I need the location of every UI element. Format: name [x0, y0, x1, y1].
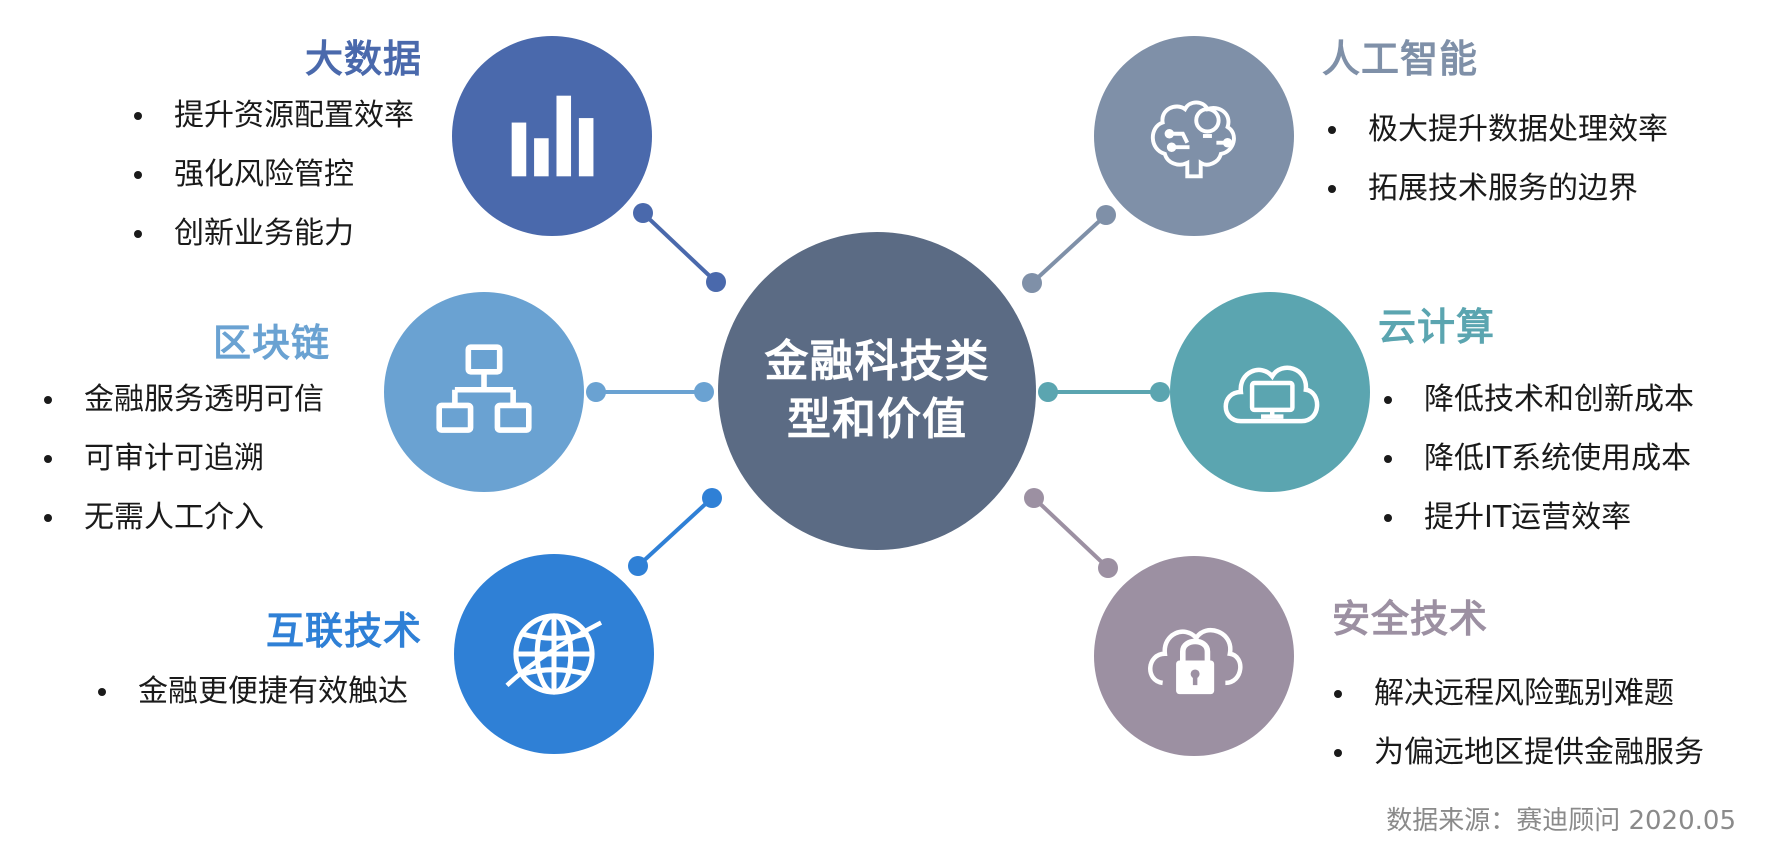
bigdata-bullet-2: 强化风险管控: [128, 145, 414, 204]
security-circle: [1094, 556, 1294, 756]
bigdata-bullet-3: 创新业务能力: [128, 204, 414, 263]
blockchain-connector-dot-1: [586, 382, 606, 402]
ai-bullet-1: 极大提升数据处理效率: [1322, 100, 1668, 159]
ai-connector-dot-2: [1022, 273, 1042, 293]
internet-connector-line: [636, 496, 714, 568]
security-bullet-1: 解决远程风险甄别难题: [1328, 664, 1704, 723]
center-circle: 金融科技类 型和价值: [718, 232, 1036, 550]
cloud-connector-dot-2: [1150, 382, 1170, 402]
blockchain-title: 区块链: [212, 321, 330, 365]
security-title: 安全技术: [1332, 597, 1489, 641]
bigdata-connector-line: [641, 211, 718, 284]
security-connector-dot-2: [1024, 488, 1044, 508]
brain-bulb-icon: [1150, 100, 1236, 179]
ai-bullet-2: 拓展技术服务的边界: [1322, 159, 1668, 218]
ai-connector-dot-1: [1096, 205, 1116, 225]
cloud-title: 云计算: [1378, 305, 1496, 349]
cloud-bullet-1: 降低技术和创新成本: [1378, 370, 1694, 429]
cloud-monitor-icon: [1223, 365, 1320, 424]
internet-bullet-1: 金融更便捷有效触达: [92, 662, 408, 721]
ai-circle: [1094, 36, 1294, 236]
data-source-note: 数据来源：赛迪顾问 2020.05: [1386, 806, 1736, 836]
internet-connector-dot-2: [702, 488, 722, 508]
internet-title: 互联技术: [265, 609, 422, 653]
blockchain-bullet-2: 可审计可追溯: [38, 429, 324, 488]
ai-connector-line: [1030, 213, 1108, 285]
cloud-circle: [1170, 292, 1370, 492]
internet-connector-dot-1: [628, 556, 648, 576]
blockchain-bullet-1: 金融服务透明可信: [38, 370, 324, 429]
bigdata-title: 大数据: [304, 37, 422, 81]
cloud-lock-icon: [1148, 627, 1243, 695]
blockchain-circle: [384, 292, 584, 492]
ai-bullets: 极大提升数据处理效率 拓展技术服务的边界: [1322, 100, 1668, 218]
globe-icon: [505, 613, 603, 695]
bigdata-connector-dot-2: [706, 272, 726, 292]
cloud-bullet-2: 降低IT系统使用成本: [1378, 429, 1694, 488]
bar-chart-icon: [511, 95, 594, 177]
blockchain-bullets: 金融服务透明可信 可审计可追溯 无需人工介入: [38, 370, 324, 547]
network-blocks-icon: [436, 344, 532, 433]
center-title-line-2: 型和价值: [787, 394, 967, 445]
security-bullet-2: 为偏远地区提供金融服务: [1328, 723, 1704, 782]
security-connector-line: [1032, 496, 1110, 570]
internet-bullets: 金融更便捷有效触达: [92, 662, 408, 721]
bigdata-bullet-1: 提升资源配置效率: [128, 86, 414, 145]
center-title-line-1: 金融科技类: [764, 336, 990, 387]
cloud-bullets: 降低技术和创新成本 降低IT系统使用成本 提升IT运营效率: [1378, 370, 1694, 547]
cloud-connector-dot-1: [1038, 382, 1058, 402]
ai-title: 人工智能: [1322, 37, 1479, 81]
blockchain-bullet-3: 无需人工介入: [38, 488, 324, 547]
bigdata-connector-dot-1: [633, 203, 653, 223]
cloud-bullet-3: 提升IT运营效率: [1378, 488, 1694, 547]
bigdata-bullets: 提升资源配置效率 强化风险管控 创新业务能力: [128, 86, 414, 263]
blockchain-connector-dot-2: [694, 382, 714, 402]
internet-circle: [454, 554, 654, 754]
bigdata-circle: [452, 36, 652, 236]
security-bullets: 解决远程风险甄别难题 为偏远地区提供金融服务: [1328, 664, 1704, 782]
security-connector-dot-1: [1098, 558, 1118, 578]
